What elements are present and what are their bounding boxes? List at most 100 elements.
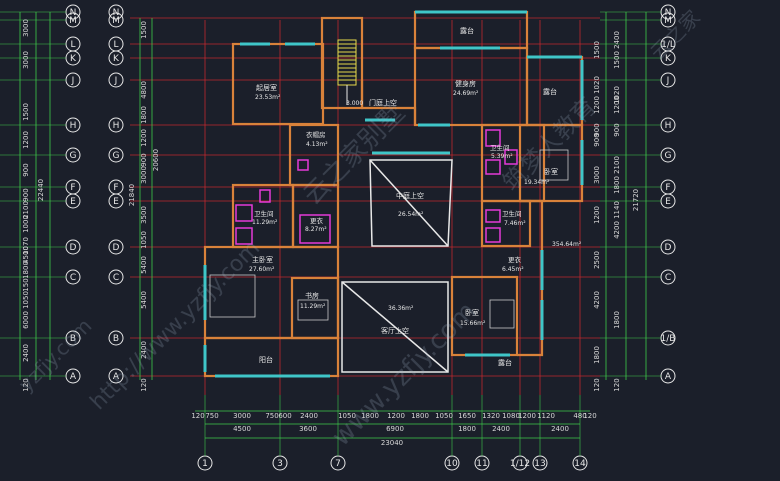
axis-bubble-left-5: H (65, 117, 81, 133)
axis-bubble-left-inner-12-label: A (113, 372, 120, 382)
axis-bubble-bottom-1-label: 3 (277, 459, 283, 469)
axis-bubble-left-4-label: J (71, 76, 75, 86)
dim-bottom-row1-17: 120 (583, 412, 596, 420)
courtyard-void-label: 门庭上空 (369, 98, 397, 107)
dim-bottom-row1-12: 1320 (482, 412, 500, 420)
bath-w-area: 11.29m² (252, 219, 278, 226)
gym-area: 24.69m² (453, 90, 479, 97)
bedroom-e-label: 卧室 (544, 167, 558, 176)
axis-bubble-bottom-4: 11 (474, 455, 490, 471)
axis-bubble-right-11: 1/B (660, 330, 676, 346)
axis-bubble-left-6-label: G (70, 151, 77, 161)
axis-bubble-left-4: J (65, 72, 81, 88)
living-void-label: 客厅上空 (381, 326, 409, 335)
axis-bubble-right-3-label: K (665, 54, 672, 64)
axis-bubble-right-2-label: 1/L (661, 40, 675, 50)
axis-bubble-bottom-6-label: 13 (534, 459, 545, 469)
dim-right-inner-3: 900 (593, 123, 601, 136)
dim-left-outer-8: 1070 (22, 237, 30, 255)
dim-left-inner-mid: 20600 (152, 149, 160, 171)
corridor-area: 354.64m² (552, 241, 582, 248)
wall-bath-e (480, 199, 532, 248)
terrace-top-label: 露台 (460, 26, 474, 35)
dim-left-inner-10: 2400 (140, 341, 148, 359)
dim-left-outer-14: 2400 (22, 344, 30, 362)
axis-bubble-left-inner-6-label: G (113, 151, 120, 161)
axis-bubble-right-8: E (660, 193, 676, 209)
dim-right-outer-7: 1140 (613, 201, 621, 219)
wall-bedroom-nw (231, 42, 325, 126)
axis-bubble-right-4-label: J (666, 76, 670, 86)
dim-bottom-row1-3: 750 (265, 412, 278, 420)
axis-bubble-right-9: D (660, 239, 676, 255)
axis-bubble-left-10: C (65, 269, 81, 285)
dim-left-total-inner: 21840 (128, 184, 136, 206)
study-label: 书房 (305, 291, 319, 300)
master-label: 主卧室 (252, 255, 273, 264)
axis-bubble-right-1-label: M (664, 16, 672, 26)
dim-right-outer-1: 1500 (613, 51, 621, 69)
dim-left-outer-10: 1800 (22, 261, 30, 279)
wall-stair (320, 16, 364, 110)
dim-bottom-row1-0: 120 (191, 412, 204, 420)
balcony-sw-label: 阳台 (259, 355, 273, 364)
dim-left-inner-7: 1050 (140, 231, 148, 249)
dim-right-outer-5: 2100 (613, 156, 621, 174)
axis-bubble-left-inner-12: A (108, 368, 124, 384)
dim-bottom-row1-2: 3000 (233, 412, 251, 420)
watermarks: http://www.yzfjy.com云之家别墅筑梦人教育www.yzfjy.… (14, 5, 705, 452)
dim-left-outer-1: 3000 (22, 51, 30, 69)
axis-bubble-bottom-0: 1 (197, 455, 213, 471)
dim-bottom-row1-5: 2400 (300, 412, 318, 420)
axis-bubble-left-inner-10-label: C (113, 273, 119, 283)
dim-bottom-row2-1: 3600 (299, 425, 317, 433)
dim-left-outer-9: 4500 (22, 246, 30, 264)
dim-bottom-row1-16: 480 (573, 412, 586, 420)
dim-right-total: 21720 (632, 189, 640, 211)
dim-left-inner-0: 1500 (140, 21, 148, 39)
axis-bubble-bottom-3: 10 (444, 455, 460, 471)
axis-bubble-right-12-label: A (665, 372, 672, 382)
dim-left-outer-3: 1200 (22, 131, 30, 149)
bath-w-label: 卫生间 (254, 209, 274, 218)
axis-bubble-left-2-label: L (70, 40, 75, 50)
dim-left-inner-8: 5400 (140, 256, 148, 274)
dim-left-outer-12: 1050 (22, 291, 30, 309)
axis-bubble-left-10-label: C (70, 273, 76, 283)
axis-bubble-bottom-3-label: 10 (446, 459, 458, 469)
dim-bottom-row1-11: 1650 (458, 412, 476, 420)
dim-bottom-row1-14: 1200 (518, 412, 536, 420)
axis-bubble-left-12-label: A (70, 372, 77, 382)
dim-right-outer-6: 1800 (613, 176, 621, 194)
balcony-top-label: 露台 (543, 87, 557, 96)
store-area: 4.13m² (306, 141, 328, 148)
axis-bubble-right-11-label: 1/B (661, 334, 676, 344)
closet-w-label: 更衣 (310, 216, 324, 225)
axis-bubble-bottom-6: 13 (532, 455, 548, 471)
dim-right-inner-7: 2500 (593, 251, 601, 269)
axis-bubble-right-12: A (660, 368, 676, 384)
axis-bubble-bottom-5: 1/12 (510, 455, 530, 471)
dim-bottom-total: 23040 (381, 439, 403, 447)
watermark-0: http://www.yzfjy.com (86, 236, 265, 415)
axis-bubble-right-6-label: G (665, 151, 672, 161)
axis-bubble-right-4: J (660, 72, 676, 88)
axis-bubble-left-6: G (65, 147, 81, 163)
dim-bottom-row1-10: 1050 (435, 412, 453, 420)
study-area: 11.29m² (300, 303, 326, 310)
dim-left-inner-11: 120 (140, 378, 148, 391)
dim-left-outer-2: 1500 (22, 103, 30, 121)
dim-left-inner-2: 1800 (140, 106, 148, 124)
wall-courtyard (360, 80, 417, 125)
bath-n-label: 卫生间 (490, 143, 510, 152)
axis-bubble-left-9-label: D (70, 243, 77, 253)
dim-left-inner-1: 4800 (140, 81, 148, 99)
dim-left-outer-6: 2100 (22, 201, 30, 219)
dim-right-inner-10: 120 (593, 378, 601, 391)
dim-bottom-row2-2: 6900 (386, 425, 404, 433)
dim-bottom-row2-0: 4500 (233, 425, 251, 433)
dim-right-inner-6: 1200 (593, 206, 601, 224)
room-labels: 露台 露台 起居室 23.53m² 健身房 24.69m² 门庭上空 3.000… (249, 26, 582, 367)
axis-bubble-left-inner-11-label: B (113, 334, 119, 344)
